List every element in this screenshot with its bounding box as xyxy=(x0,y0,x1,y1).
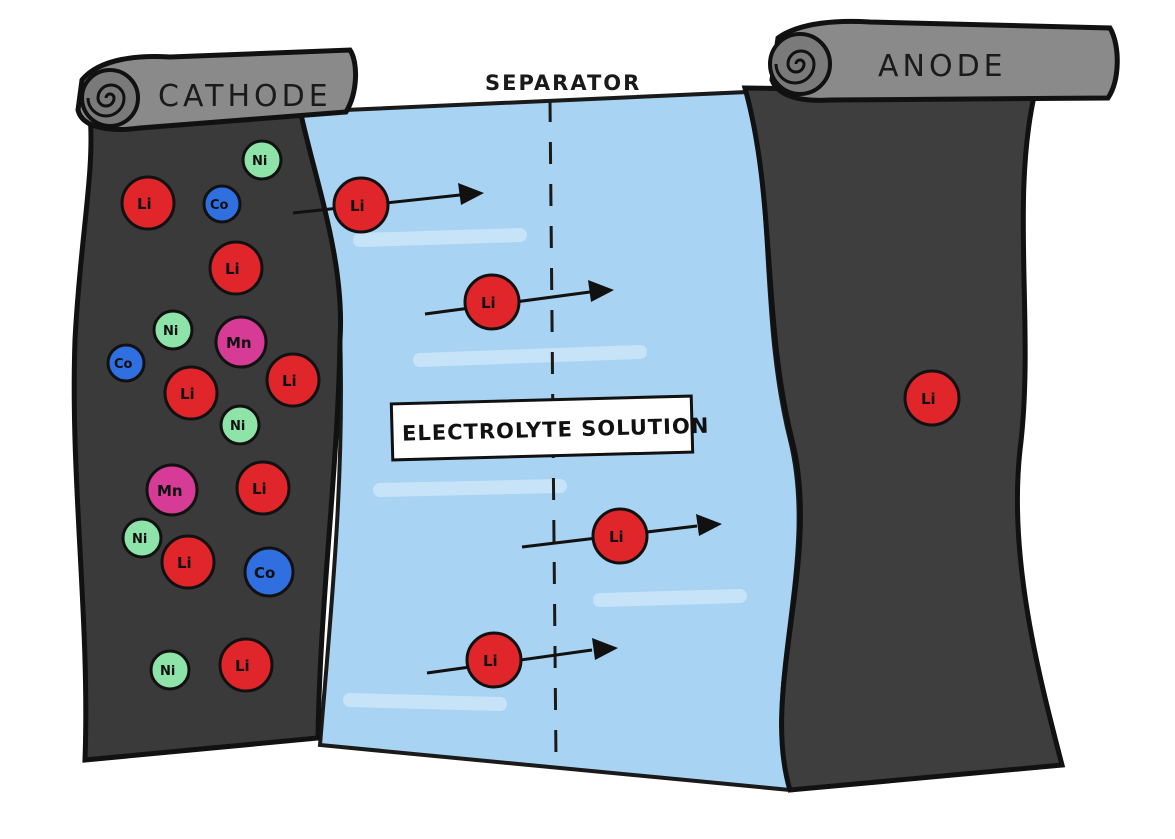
cathode-label: CATHODE xyxy=(158,79,332,114)
li-ion xyxy=(235,460,291,516)
co-ion-label: Co xyxy=(254,564,275,582)
cathode-scroll xyxy=(75,47,359,132)
ni-ion xyxy=(149,649,191,691)
co-ion-label: Co xyxy=(114,357,133,372)
cathode-electrode: CATHODE xyxy=(71,47,359,763)
mn-ion-label: Mn xyxy=(226,334,252,352)
li-ion xyxy=(332,176,390,234)
anode-scroll-end-icon xyxy=(768,32,832,96)
electrolyte-brush-strokes xyxy=(343,228,747,711)
arrowhead-icon xyxy=(696,514,722,536)
arrowhead-icon xyxy=(592,638,618,660)
ni-ion xyxy=(152,309,194,351)
li-ion xyxy=(465,631,523,689)
co-ion xyxy=(106,343,146,383)
co-ion xyxy=(202,184,242,224)
li-ion-label: Li xyxy=(180,385,195,403)
li-ion-label: Li xyxy=(225,260,240,278)
ni-ion xyxy=(241,139,283,181)
ni-ion-label: Ni xyxy=(230,419,245,434)
li-ion xyxy=(120,175,176,231)
ni-ion-label: Ni xyxy=(160,664,175,679)
co-ion xyxy=(243,546,295,598)
arrowhead-icon xyxy=(458,183,484,205)
anode-scroll-spiral-icon xyxy=(774,49,816,85)
co-ion-label: Co xyxy=(210,198,229,213)
li-ion-label: Li xyxy=(483,652,498,670)
li-ion-label: Li xyxy=(350,197,365,215)
cathode-sheet xyxy=(71,107,344,763)
electrolyte-label-box: ELECTROLYTE SOLUTION xyxy=(389,394,710,462)
anode-label: ANODE xyxy=(878,49,1007,84)
li-ion xyxy=(265,352,321,408)
li-ion-label: Li xyxy=(921,390,936,408)
li-ion-label: Li xyxy=(177,554,192,572)
li-ion-label: Li xyxy=(609,528,624,546)
anode-ions: Li xyxy=(903,369,961,427)
arrowhead-icon xyxy=(588,280,614,302)
li-ion-label: Li xyxy=(282,372,297,390)
anode-electrode: ANODE xyxy=(741,18,1120,793)
li-ion-label: Li xyxy=(137,195,152,213)
cathode-scroll-spiral-icon xyxy=(86,83,126,118)
migrating-ions: Li Li Li Li xyxy=(292,176,722,689)
electrolyte-label-frame xyxy=(389,394,695,462)
cathode-scroll-end-icon xyxy=(80,68,140,128)
separator-label: SEPARATOR xyxy=(485,71,641,95)
li-ion-label: Li xyxy=(481,294,496,312)
anode-sheet xyxy=(741,85,1066,793)
cathode-ions: Li Co Ni Li Ni Mn Co Li Li Ni Mn Li Ni L… xyxy=(106,139,321,693)
anode-scroll xyxy=(769,18,1120,103)
li-ion xyxy=(160,534,216,590)
li-ion xyxy=(218,637,274,693)
li-ion xyxy=(903,369,961,427)
ni-ion-label: Ni xyxy=(252,154,267,169)
li-ion-label: Li xyxy=(252,480,267,498)
ni-ion xyxy=(121,517,163,559)
li-ion xyxy=(463,273,521,331)
ni-ion-label: Ni xyxy=(132,532,147,547)
mn-ion-label: Mn xyxy=(157,482,183,500)
li-ion xyxy=(208,240,264,296)
ni-ion-label: Ni xyxy=(163,324,178,339)
li-ion-label: Li xyxy=(235,657,250,675)
mn-ion xyxy=(214,315,268,369)
mn-ion xyxy=(145,463,199,517)
separator-line xyxy=(548,99,558,761)
li-ion xyxy=(163,365,219,421)
ni-ion xyxy=(219,404,261,446)
li-ion xyxy=(591,507,649,565)
